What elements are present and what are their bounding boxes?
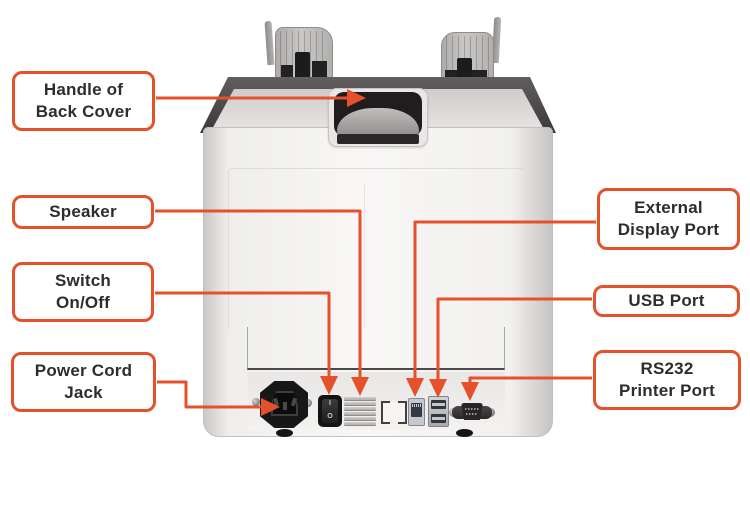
display-port-pins — [412, 404, 421, 407]
back-cover-center-seam — [364, 185, 365, 328]
switch-on-mark: I — [329, 400, 331, 407]
callout-speaker: Speaker — [12, 195, 154, 229]
speaker-slat — [344, 397, 376, 400]
callout-label: Switch On/Off — [55, 271, 111, 312]
callout-usb-port: USB Port — [593, 285, 740, 317]
callout-label: RS232 Printer Port — [619, 359, 715, 400]
callout-rs232-printer-port: RS232 Printer Port — [593, 350, 741, 410]
connector-panel-step — [247, 327, 505, 370]
usb-tongue — [432, 417, 445, 420]
hopper-guide-left-rod — [264, 20, 275, 66]
square-knockout-gap — [390, 400, 398, 403]
callout-label: Power Cord Jack — [34, 361, 133, 402]
hopper-guide-left-tab — [295, 52, 310, 84]
usb-slot — [431, 414, 446, 423]
speaker-slat — [344, 402, 376, 405]
square-knockout-gap — [390, 421, 398, 424]
callout-label: Handle of Back Cover — [35, 80, 132, 121]
speaker-slat — [344, 412, 376, 415]
handle-grip-base — [337, 134, 419, 144]
speaker-slat — [344, 417, 376, 420]
callout-power-cord-jack: Power Cord Jack — [11, 352, 156, 412]
callout-switch-on-off: Switch On/Off — [12, 262, 154, 322]
callout-external-display-port: External Display Port — [597, 188, 740, 250]
rs232-pins — [465, 408, 479, 410]
machine-foot — [276, 429, 293, 437]
back-cover-seam — [228, 168, 527, 329]
handle-grip-pad — [337, 108, 419, 136]
callout-label: Speaker — [49, 202, 117, 222]
machine-foot — [456, 429, 473, 437]
switch-off-mark: O — [327, 413, 333, 420]
power-pin — [283, 402, 287, 410]
rs232-connector — [461, 403, 483, 420]
speaker-slat — [344, 407, 376, 410]
power-jack-screw — [304, 399, 312, 407]
power-switch: I O — [318, 395, 342, 427]
speaker-grille — [344, 397, 376, 425]
usb-slot — [431, 400, 446, 409]
usb-ports — [428, 396, 449, 427]
rs232-pins — [466, 413, 478, 415]
speaker-slat — [344, 422, 376, 425]
external-display-port — [408, 398, 425, 426]
display-port-socket — [411, 403, 422, 417]
power-jack-screw — [252, 398, 260, 406]
switch-rocker — [322, 399, 338, 423]
back-cover-handle-recess — [328, 88, 428, 147]
usb-tongue — [432, 403, 445, 406]
callout-label: External Display Port — [617, 198, 720, 239]
callout-label: USB Port — [628, 291, 705, 311]
callout-handle-of-back-cover: Handle of Back Cover — [12, 71, 155, 131]
